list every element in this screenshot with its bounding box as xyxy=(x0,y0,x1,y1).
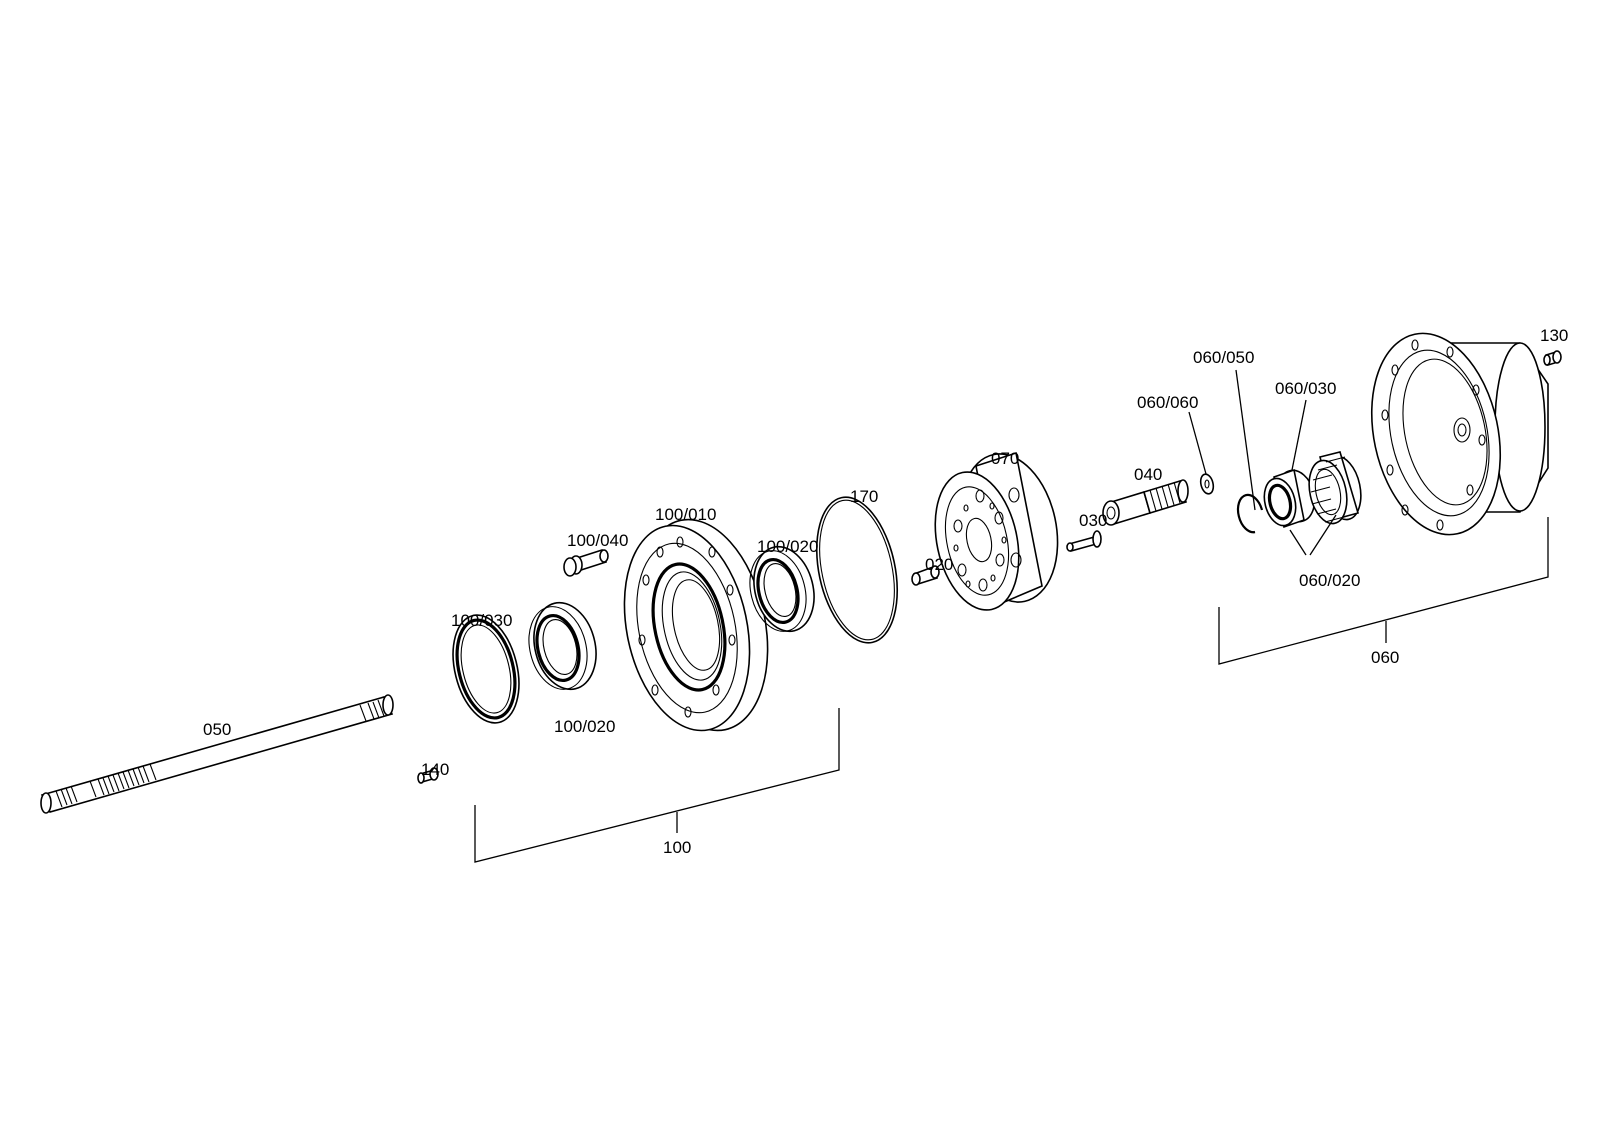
housing-bolt-holes xyxy=(1381,339,1486,531)
callout-050: 050 xyxy=(203,720,231,739)
callout-140: 140 xyxy=(421,760,449,779)
part-060-020-gear xyxy=(1308,451,1362,525)
part-060-housing xyxy=(1370,332,1549,536)
callout-100-040: 100/040 xyxy=(567,531,628,550)
part-170-o-ring xyxy=(815,496,899,644)
callout-170: 170 xyxy=(850,487,878,506)
callout-130: 130 xyxy=(1540,326,1568,345)
callout-100-020-a: 100/020 xyxy=(554,717,615,736)
callout-060-050: 060/050 xyxy=(1193,348,1254,367)
carrier-holes xyxy=(953,487,1022,592)
part-130-plug xyxy=(1543,350,1562,367)
callout-070: 070 xyxy=(991,449,1019,468)
callout-020: 020 xyxy=(925,555,953,574)
callout-040: 040 xyxy=(1134,465,1162,484)
callout-100-020-b: 100/020 xyxy=(757,537,818,556)
part-060-050-circlip xyxy=(1236,493,1264,534)
hub-bolt-holes xyxy=(638,536,736,718)
callout-100: 100 xyxy=(663,838,691,857)
part-100-040-pin xyxy=(563,548,609,577)
part-100-020-seal-b xyxy=(749,545,815,633)
part-020-pin xyxy=(911,565,940,586)
callout-100-010: 100/010 xyxy=(655,505,716,524)
leader-lines xyxy=(1188,369,1337,556)
part-100-030-ring xyxy=(452,614,520,724)
callout-060-060: 060/060 xyxy=(1137,393,1198,412)
callout-060: 060 xyxy=(1371,648,1399,667)
part-100-020-seal-a xyxy=(528,601,597,691)
callout-060-020: 060/020 xyxy=(1299,571,1360,590)
part-070-planet-carrier xyxy=(934,451,1059,611)
part-030-bolt xyxy=(1066,530,1102,552)
part-050-shaft xyxy=(40,694,394,814)
assembly-bracket-100 xyxy=(474,708,840,863)
part-040-sun-gear xyxy=(1102,479,1189,526)
part-140-screw xyxy=(417,767,439,784)
callout-030: 030 xyxy=(1079,511,1107,530)
callout-100-030: 100/030 xyxy=(451,611,512,630)
part-060-060-washer xyxy=(1199,473,1215,495)
assembly-bracket-060 xyxy=(1218,517,1549,665)
part-060-030-bearing xyxy=(1263,468,1316,529)
part-100-010-hub xyxy=(623,518,769,732)
callout-060-030: 060/030 xyxy=(1275,379,1336,398)
